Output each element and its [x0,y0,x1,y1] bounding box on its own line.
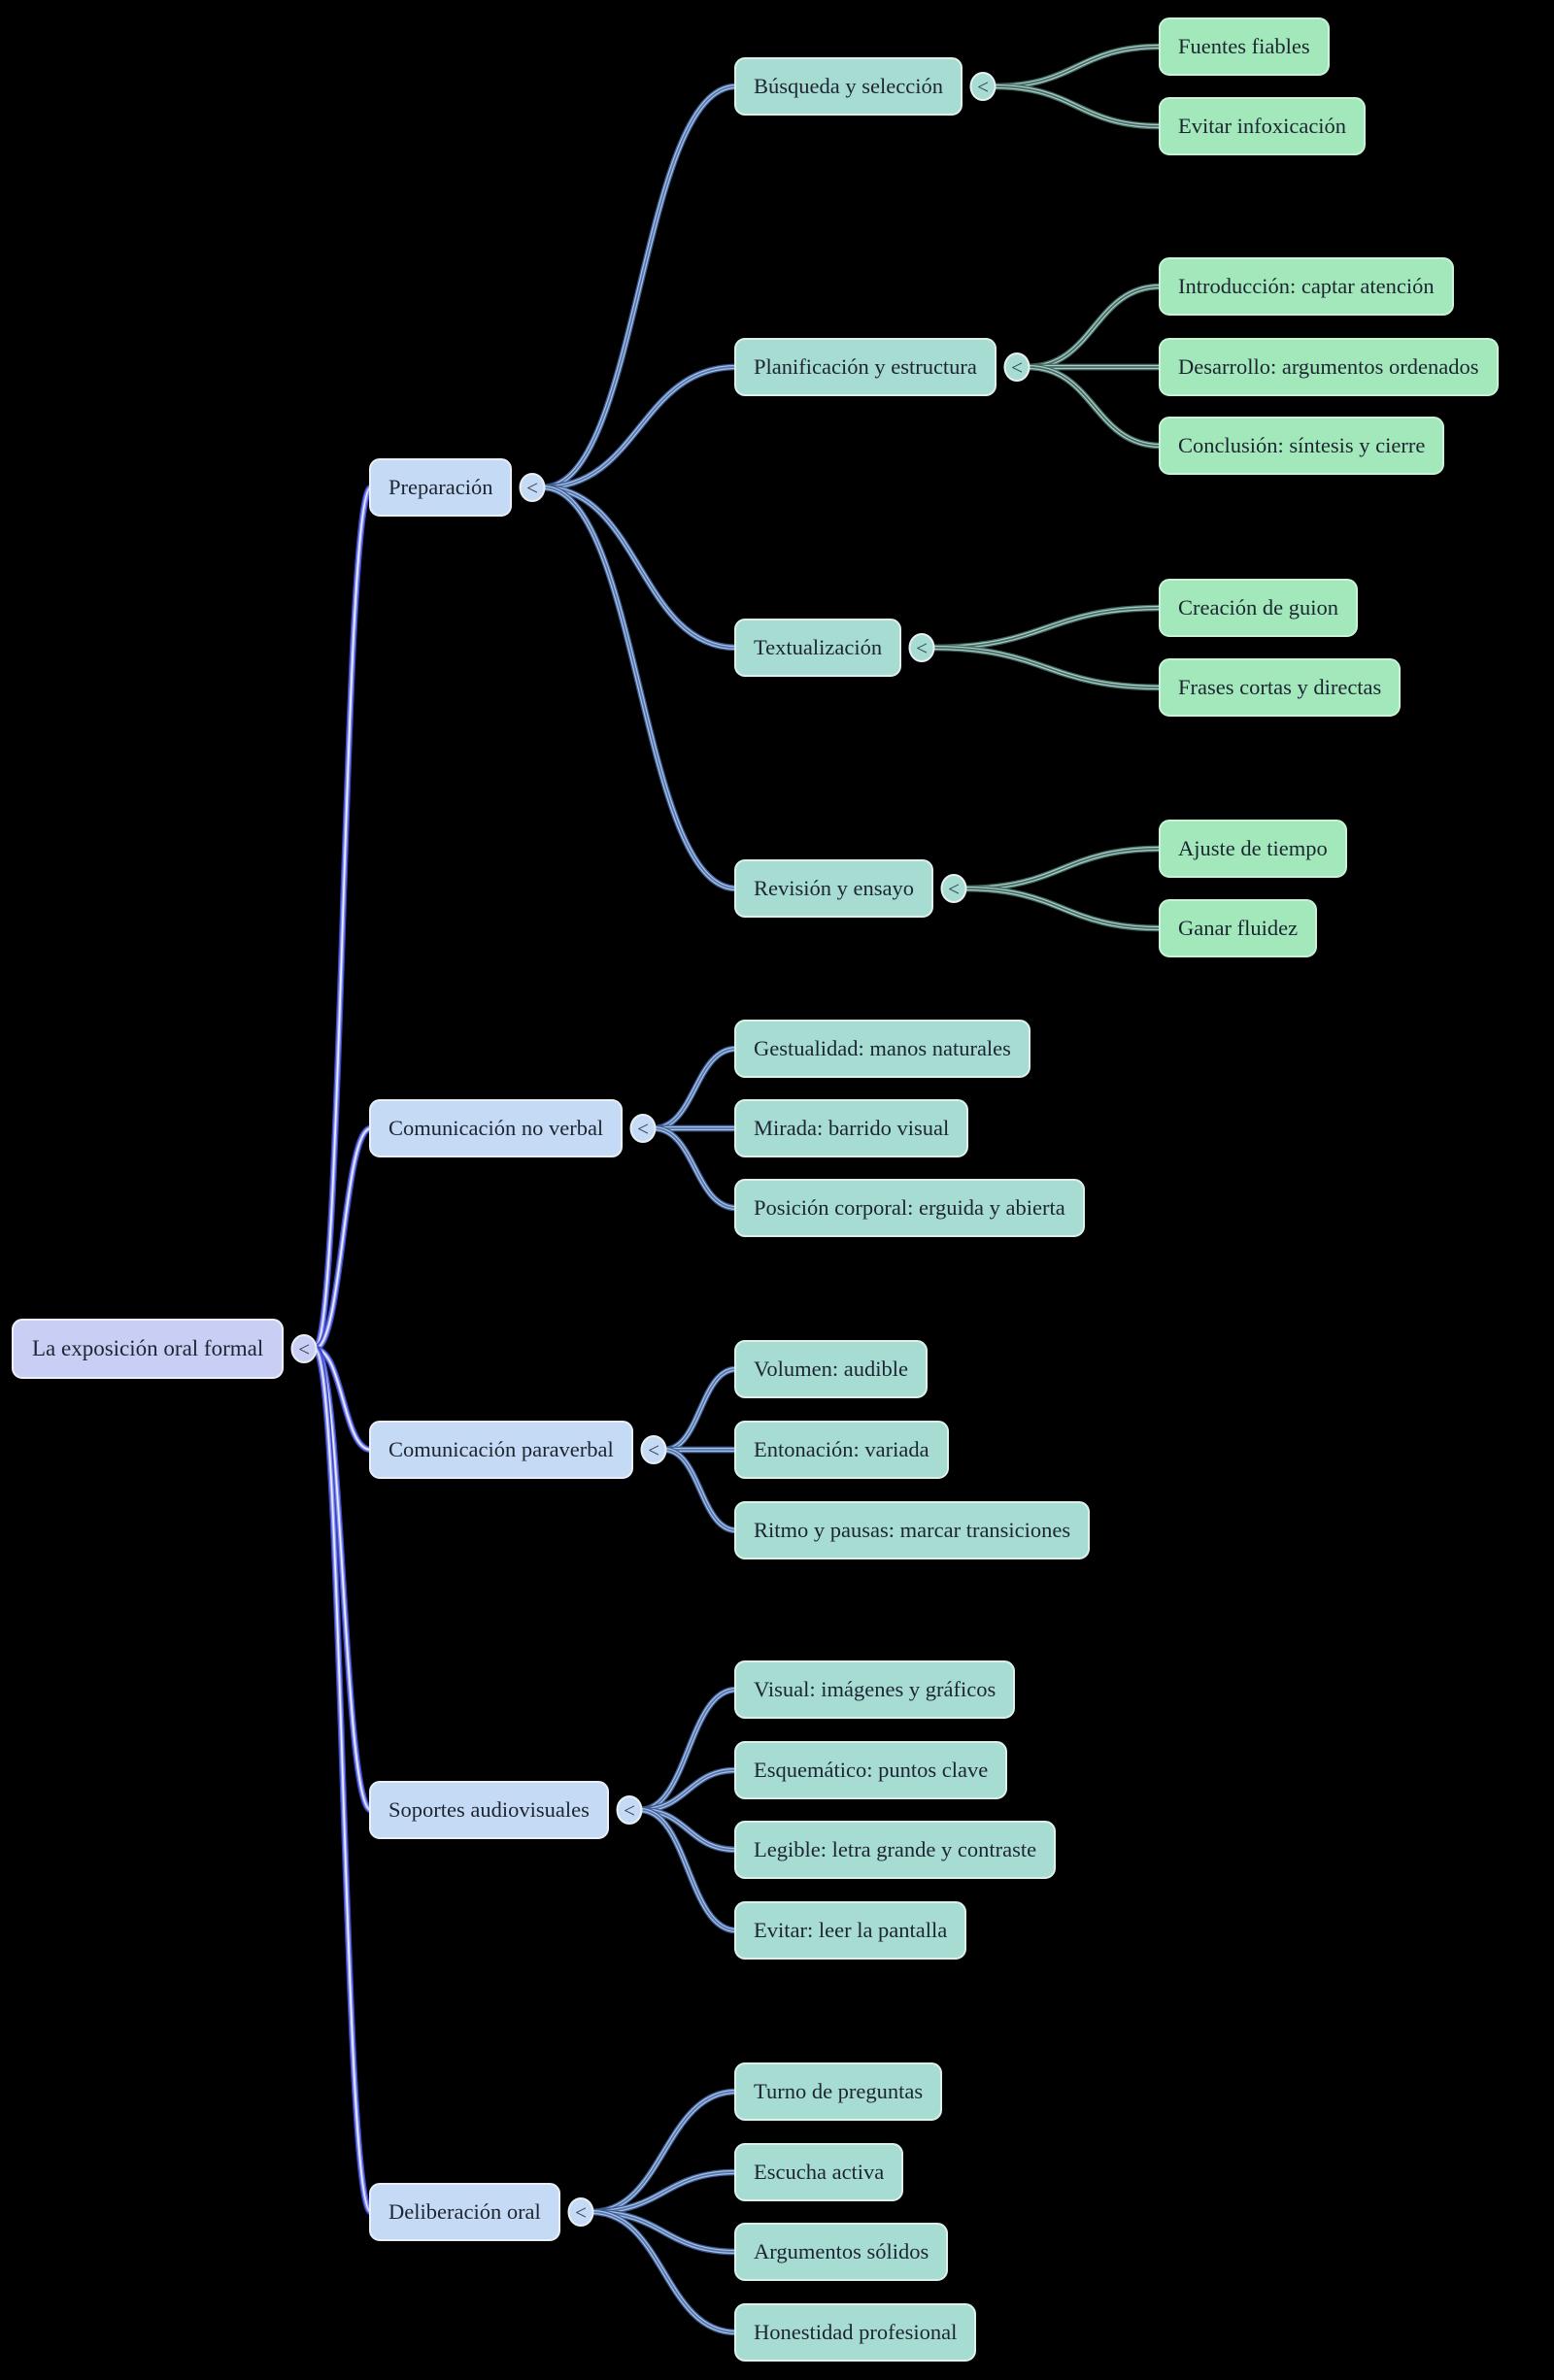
node-evitar-leer-la-pantalla[interactable]: Evitar: leer la pantalla [734,1901,967,1960]
collapse-icon: < [298,1338,310,1361]
edge [653,1127,737,1209]
collapse-icon: < [916,637,928,660]
node-textualizacion[interactable]: Textualización [734,619,902,677]
edge [591,2091,737,2213]
node-comunicacion-paraverbal[interactable]: Comunicación paraverbal [369,1421,633,1479]
edge [931,607,1162,649]
node-evitar-infoxicacion[interactable]: Evitar infoxicación [1159,97,1367,155]
collapse-toggle-preparacion[interactable] [519,473,546,502]
node-ganar-fluidez[interactable]: Ganar fluidez [1159,899,1318,957]
collapse-toggle-la-exposicion-oral-formal[interactable] [290,1334,318,1363]
node-argumentos-solidos[interactable]: Argumentos sólidos [734,2223,949,2281]
collapse-toggle-textualizacion[interactable] [908,633,935,662]
edge [314,1127,372,1350]
edge [591,2211,737,2333]
node-creacion-de-guion[interactable]: Creación de guion [1159,579,1358,637]
edge [542,486,737,889]
collapse-toggle-busqueda-y-seleccion[interactable] [969,72,997,101]
node-turno-de-preguntas[interactable]: Turno de preguntas [734,2062,943,2121]
node-honestidad-profesional[interactable]: Honestidad profesional [734,2303,977,2362]
node-introduccion-captar-atencion[interactable]: Introducción: captar atención [1159,257,1454,316]
edge [639,1689,737,1811]
edge [542,85,737,488]
node-conclusion-sintesis-y-cierre[interactable]: Conclusión: síntesis y cierre [1159,417,1445,475]
edge [993,85,1162,127]
collapse-icon: < [526,477,538,500]
collapse-icon: < [948,878,960,901]
node-posicion-corporal-erguida-y-abierta[interactable]: Posición corporal: erguida y abierta [734,1179,1085,1237]
edge [663,1368,737,1451]
edge [639,1809,737,1931]
node-esquematico-puntos-clave[interactable]: Esquemático: puntos clave [734,1741,1008,1799]
node-fuentes-fiables[interactable]: Fuentes fiables [1159,17,1330,76]
collapse-toggle-deliberacion-oral[interactable] [567,2197,594,2227]
edge [931,647,1162,688]
collapse-toggle-comunicacion-paraverbal[interactable] [640,1435,667,1464]
collapse-toggle-revision-y-ensayo[interactable] [940,874,967,903]
edge [542,486,737,649]
collapse-icon: < [977,76,989,99]
node-desarrollo-argumentos-ordenados[interactable]: Desarrollo: argumentos ordenados [1159,338,1499,396]
edge [314,486,372,1350]
node-preparacion[interactable]: Preparación [369,458,513,517]
node-comunicacion-no-verbal[interactable]: Comunicación no verbal [369,1099,624,1157]
node-ritmo-y-pausas-marcar-transiciones[interactable]: Ritmo y pausas: marcar transiciones [734,1501,1091,1559]
node-entonacion-variada[interactable]: Entonación: variada [734,1421,949,1479]
node-soportes-audiovisuales[interactable]: Soportes audiovisuales [369,1781,609,1839]
collapse-toggle-soportes-audiovisuales[interactable] [616,1795,643,1825]
collapse-icon: < [575,2201,587,2225]
edge [314,1348,372,2213]
collapse-icon: < [1011,356,1023,380]
edge [314,1348,372,1451]
node-revision-y-ensayo[interactable]: Revisión y ensayo [734,859,933,918]
node-busqueda-y-seleccion[interactable]: Búsqueda y selección [734,57,963,116]
node-la-exposicion-oral-formal[interactable]: La exposición oral formal [12,1319,285,1379]
node-planificacion-y-estructura[interactable]: Planificación y estructura [734,338,997,396]
node-visual-imagenes-y-graficos[interactable]: Visual: imágenes y gráficos [734,1660,1016,1719]
edge [663,1449,737,1531]
node-deliberacion-oral[interactable]: Deliberación oral [369,2183,560,2241]
edge [963,888,1162,929]
collapse-toggle-comunicacion-no-verbal[interactable] [629,1114,657,1143]
edge [653,1048,737,1129]
collapse-icon: < [648,1439,659,1462]
edge [1027,285,1162,368]
node-escucha-activa[interactable]: Escucha activa [734,2143,904,2201]
node-frases-cortas-y-directas[interactable]: Frases cortas y directas [1159,658,1402,717]
edge [993,46,1162,87]
node-legible-letra-grande-y-contraste[interactable]: Legible: letra grande y contraste [734,1821,1057,1879]
node-ajuste-de-tiempo[interactable]: Ajuste de tiempo [1159,820,1347,878]
node-gestualidad-manos-naturales[interactable]: Gestualidad: manos naturales [734,1020,1030,1078]
collapse-icon: < [637,1118,649,1141]
collapse-icon: < [624,1799,635,1823]
edge [1027,366,1162,447]
edge [963,848,1162,889]
collapse-toggle-planificacion-y-estructura[interactable] [1003,352,1030,382]
node-volumen-audible[interactable]: Volumen: audible [734,1340,928,1398]
edge [542,366,737,488]
node-mirada-barrido-visual[interactable]: Mirada: barrido visual [734,1099,969,1157]
